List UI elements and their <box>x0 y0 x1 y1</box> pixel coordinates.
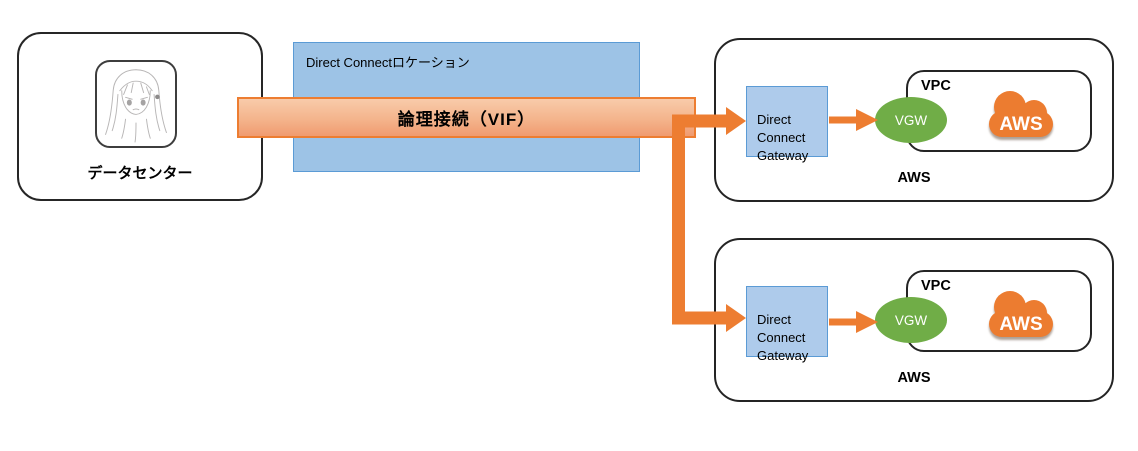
vif-bar: 論理接続（VIF） <box>237 97 696 138</box>
vgw-ellipse: VGW <box>875 297 947 343</box>
aws-cloud-label: AWS <box>999 314 1042 335</box>
anime-girl-sketch <box>105 69 167 143</box>
vgw-label: VGW <box>894 112 928 128</box>
aws-cloud-label: AWS <box>999 114 1042 135</box>
datacenter-box: データセンター <box>17 32 263 201</box>
direct-connect-gateway-label: Direct Connect Gateway <box>757 312 809 363</box>
aws-group-label: AWS <box>897 170 931 186</box>
aws-cloud-icon: AWS <box>984 288 1058 342</box>
vpc-label: VPC <box>921 78 951 94</box>
direct-connect-gateway-label: Direct Connect Gateway <box>757 112 809 163</box>
vgw-ellipse: VGW <box>875 97 947 143</box>
aws-group-1: Direct Connect Gateway VPC VGW AWS AWS <box>714 38 1114 202</box>
vpc-label: VPC <box>921 278 951 294</box>
vgw-label: VGW <box>894 312 928 328</box>
anime-girl-sketch-icon <box>95 60 177 148</box>
datacenter-label: データセンター <box>87 165 193 182</box>
vif-label: 論理接続（VIF） <box>397 110 536 129</box>
aws-cloud-icon: AWS <box>984 88 1058 142</box>
dc-location-label: Direct Connectロケーション <box>306 55 470 70</box>
direct-connect-gateway-box: Direct Connect Gateway <box>746 286 828 363</box>
aws-group-2: Direct Connect Gateway VPC VGW AWS AWS <box>714 238 1114 402</box>
direct-connect-gateway-box: Direct Connect Gateway <box>746 86 828 163</box>
aws-group-label: AWS <box>897 370 931 386</box>
